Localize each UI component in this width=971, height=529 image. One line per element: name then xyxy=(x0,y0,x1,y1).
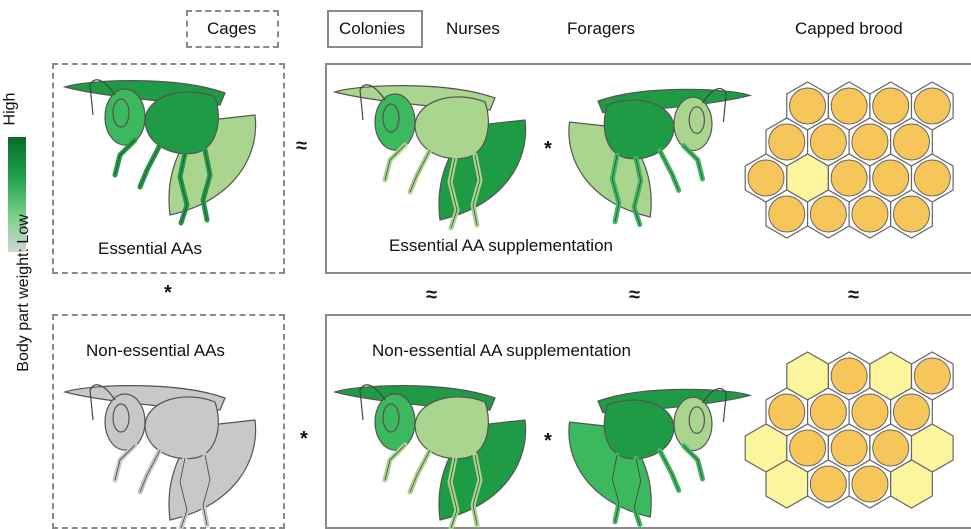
comb-essential-capped-cell xyxy=(893,124,929,160)
comb-essential-capped-cell xyxy=(852,124,888,160)
comb-nonessential-capped-cell xyxy=(831,430,867,466)
comb-essential-capped-cell xyxy=(914,88,950,124)
comb-essential-capped-cell xyxy=(790,88,826,124)
comb-nonessential-capped-cell xyxy=(790,430,826,466)
comb-essential-capped-cell xyxy=(831,160,867,196)
comb-essential-capped-cell xyxy=(852,196,888,232)
comb-nonessential-capped-cell xyxy=(769,394,805,430)
comb-essential-capped-cell xyxy=(748,160,784,196)
comb-essential-capped-cell xyxy=(810,196,846,232)
comb-essential-capped-cell xyxy=(831,88,867,124)
comb-nonessential-capped-cell xyxy=(893,394,929,430)
comb-nonessential-capped-cell xyxy=(831,358,867,394)
comb-nonessential-capped-cell xyxy=(914,358,950,394)
comb-nonessential-capped-cell xyxy=(873,430,909,466)
comb-essential xyxy=(745,82,953,238)
comb-essential-capped-cell xyxy=(769,196,805,232)
comb-nonessential-capped-cell xyxy=(852,466,888,502)
comb-essential-capped-cell xyxy=(873,88,909,124)
comb-nonessential-capped-cell xyxy=(810,466,846,502)
comb-essential-capped-cell xyxy=(769,124,805,160)
comb-essential-capped-cell xyxy=(914,160,950,196)
comb-essential-capped-cell xyxy=(893,196,929,232)
comb-essential-capped-cell xyxy=(810,124,846,160)
comb-essential-capped-cell xyxy=(873,160,909,196)
comb-nonessential xyxy=(745,352,953,508)
comb-nonessential-capped-cell xyxy=(810,394,846,430)
comb-nonessential-capped-cell xyxy=(852,394,888,430)
